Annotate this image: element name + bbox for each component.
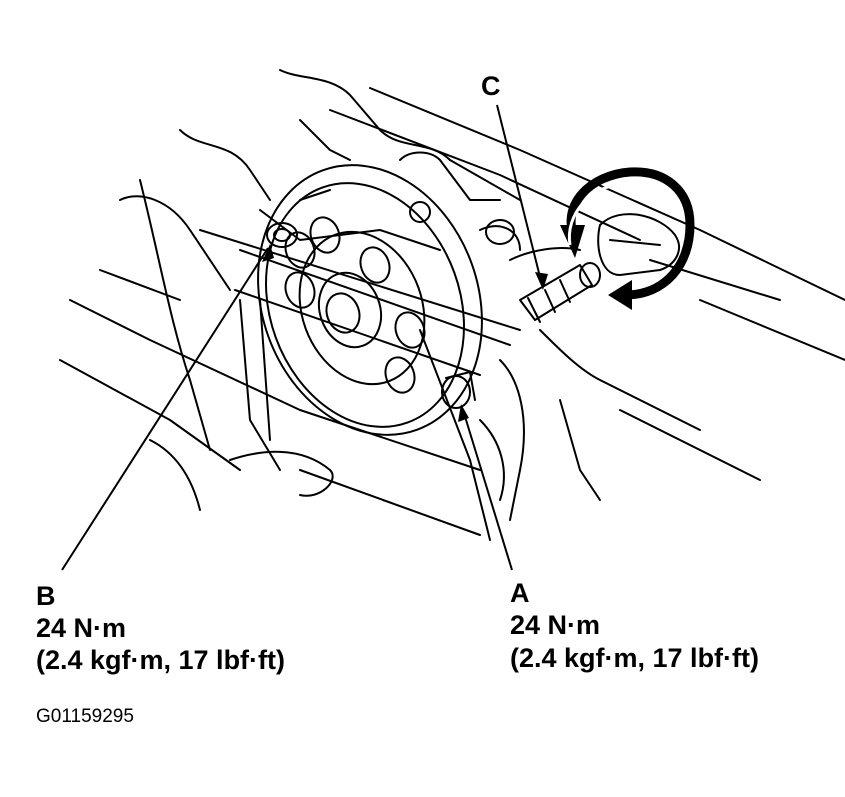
leader-line-c <box>496 104 543 286</box>
bolt-b <box>266 189 331 248</box>
callout-b-torque-alt: (2.4 kgf·m, 17 lbf·ft) <box>36 645 286 675</box>
crankshaft-pulley <box>257 164 483 436</box>
callout-c-label: C <box>481 71 501 101</box>
bolt-a <box>441 371 476 409</box>
figure-id: G01159295 <box>36 706 134 727</box>
callout-b-torque-nm: 24 N·m <box>36 613 127 643</box>
callout-a-torque-nm: 24 N·m <box>510 610 601 640</box>
engine-block-outline <box>59 69 845 541</box>
leader-arrowhead-c <box>535 272 548 290</box>
drive-belt <box>199 229 521 376</box>
rotation-arrows <box>560 167 695 310</box>
callout-b-label: B <box>36 581 56 611</box>
leader-arrowhead-a <box>458 404 469 422</box>
leader-line-b <box>61 247 269 571</box>
callout-a-torque-alt: (2.4 kgf·m, 17 lbf·ft) <box>510 643 760 673</box>
callout-a-label: A <box>510 578 530 608</box>
leader-line-a <box>462 409 513 571</box>
leader-arrowhead-b <box>262 244 274 262</box>
wrench-socket <box>597 213 680 276</box>
